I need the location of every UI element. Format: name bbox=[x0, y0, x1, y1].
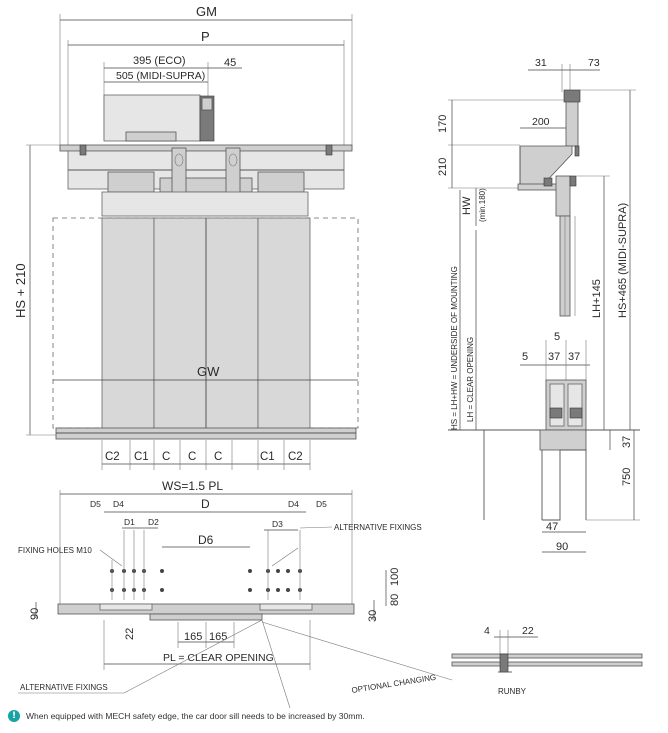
dim-100: 100 bbox=[389, 568, 401, 586]
alt-fixings-bottom: ALTERNATIVE FIXINGS bbox=[20, 683, 108, 692]
pl-label: PL = CLEAR OPENING bbox=[163, 652, 274, 664]
hs465-label: HS+465 (MIDI-SUPRA) bbox=[617, 203, 629, 318]
d4-left: D4 bbox=[113, 499, 124, 509]
dim-30: 30 bbox=[367, 610, 379, 622]
dim-90-plan: 90 bbox=[29, 608, 41, 620]
panel-c2-right: C2 bbox=[288, 451, 303, 463]
dim-170: 170 bbox=[437, 115, 449, 133]
note-text: When equipped with MECH safety edge, the… bbox=[26, 711, 365, 721]
dim-210: 210 bbox=[437, 158, 449, 176]
d2-label: D2 bbox=[148, 517, 159, 527]
fixing-holes bbox=[110, 569, 302, 592]
dim-37-a: 37 bbox=[548, 351, 560, 363]
alt-fixings-right: ALTERNATIVE FIXINGS bbox=[334, 523, 422, 532]
dim-80: 80 bbox=[389, 594, 401, 606]
side-view: 31 73 200 170 210 HW (min.180) HS = LH+H… bbox=[437, 57, 640, 553]
front-view: GM P 395 (ECO) 505 (MIDI-SUPRA) 45 bbox=[13, 4, 359, 470]
gw-label: GW bbox=[197, 364, 220, 379]
d3-label: D3 bbox=[272, 519, 283, 529]
eco-label: 395 (ECO) bbox=[133, 55, 186, 67]
dim-750: 750 bbox=[621, 468, 633, 486]
hs-formula-label: HS = LH+HW = UNDERSIDE OF MOUNTING bbox=[450, 266, 459, 430]
runby-dim-22: 22 bbox=[522, 625, 534, 637]
d6-label: D6 bbox=[198, 533, 214, 547]
dim-31: 31 bbox=[535, 57, 547, 69]
panel-c1-left: C1 bbox=[134, 451, 149, 463]
runby-dim-4: 4 bbox=[484, 625, 490, 637]
note-row: ! When equipped with MECH safety edge, t… bbox=[8, 706, 365, 726]
dim-5-left: 5 bbox=[522, 351, 528, 363]
d4-right: D4 bbox=[288, 499, 299, 509]
dim-73: 73 bbox=[588, 57, 600, 69]
runby-detail: 4 22 RUNBY bbox=[451, 625, 643, 696]
lh-clear-label: LH = CLEAR OPENING bbox=[466, 337, 475, 422]
info-icon: ! bbox=[8, 710, 20, 722]
dim-37-b: 37 bbox=[568, 351, 580, 363]
d5-left: D5 bbox=[90, 499, 101, 509]
hs210-label: HS + 210 bbox=[13, 263, 28, 318]
fixing-holes-label: FIXING HOLES M10 bbox=[18, 546, 92, 555]
dim-37-sill: 37 bbox=[621, 436, 633, 448]
d1-label: D1 bbox=[124, 517, 135, 527]
dim-90-side: 90 bbox=[556, 541, 568, 553]
optional-changing: OPTIONAL CHANGING bbox=[351, 673, 437, 695]
ws-label: WS=1.5 PL bbox=[162, 479, 223, 493]
dim-45: 45 bbox=[224, 57, 236, 69]
panel-c2-left: C2 bbox=[105, 451, 120, 463]
dim-47: 47 bbox=[546, 521, 558, 533]
gm-label: GM bbox=[196, 4, 217, 19]
p-label: P bbox=[201, 29, 210, 44]
panel-c-3: C bbox=[214, 451, 222, 463]
d5-right: D5 bbox=[316, 499, 327, 509]
d-label: D bbox=[201, 497, 210, 511]
panel-c-2: C bbox=[188, 451, 196, 463]
dim-165-right: 165 bbox=[209, 631, 227, 643]
panel-c-1: C bbox=[162, 451, 170, 463]
dim-5-top: 5 bbox=[554, 331, 560, 343]
dim-22-plan: 22 bbox=[124, 628, 136, 640]
dim-165-left: 165 bbox=[184, 631, 202, 643]
panel-c1-right: C1 bbox=[260, 451, 275, 463]
runby-label: RUNBY bbox=[498, 687, 527, 696]
plan-view: WS=1.5 PL D D5 D4 D4 D5 D1 D2 D3 ALTERNA… bbox=[18, 479, 453, 709]
hw-label: HW bbox=[461, 196, 473, 215]
lh145-label: LH+145 bbox=[591, 279, 603, 318]
hw-min-label: (min.180) bbox=[478, 188, 487, 222]
midi-label: 505 (MIDI-SUPRA) bbox=[116, 70, 205, 82]
dim-200: 200 bbox=[532, 116, 550, 128]
